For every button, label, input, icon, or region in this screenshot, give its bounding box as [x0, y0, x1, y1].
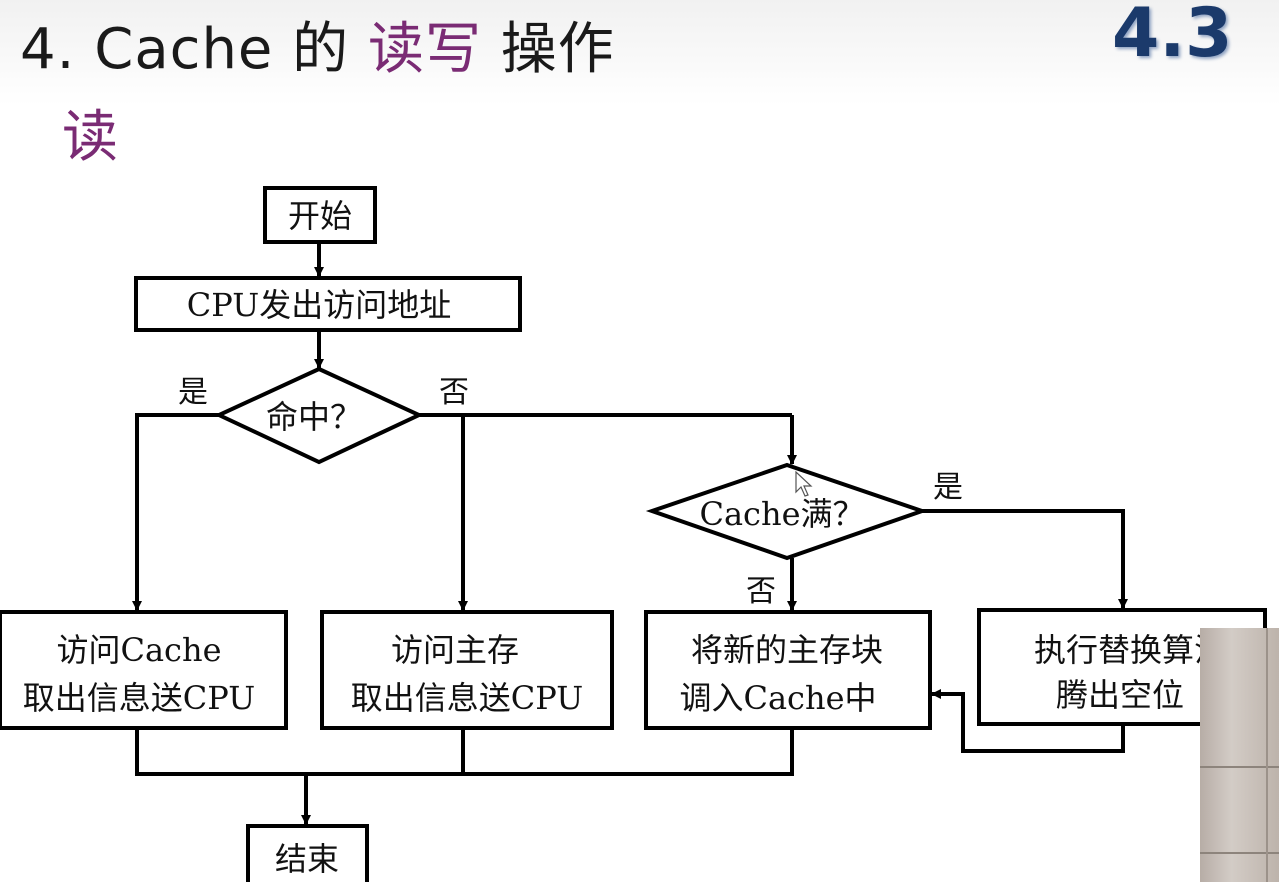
section-number: 4.3 [1112, 0, 1233, 73]
camera-overlay [1200, 628, 1279, 882]
load-block-node [644, 610, 932, 730]
load-block-line1: 将新的主存块 [691, 631, 883, 669]
hit-yes-label: 是 [178, 375, 208, 410]
access-cache-line1: 访问Cache [56, 631, 221, 669]
end-node [246, 824, 369, 882]
title-prefix: 4. Cache 的 [20, 17, 368, 82]
load-block-line2: 调入Cache中 [679, 679, 876, 717]
title-suffix: 操作 [481, 17, 615, 82]
start-node [263, 186, 377, 244]
arrow-hit-yes [132, 413, 219, 611]
hit-no-label: 否 [439, 375, 469, 410]
full-no-label: 否 [746, 574, 776, 609]
mouse-cursor-icon [795, 470, 813, 497]
overlay-seam [1200, 852, 1279, 854]
send-address-label: CPU发出访问地址 [187, 286, 451, 324]
arrow-full-yes [922, 509, 1128, 609]
header-band [0, 0, 1279, 105]
title-highlight: 读写 [367, 17, 482, 82]
access-cache-node [0, 610, 288, 730]
access-main-memory-node [320, 610, 614, 730]
access-main-line2: 取出信息送CPU [351, 679, 583, 717]
arrow-replace-to-load [931, 689, 1125, 753]
send-address-node [134, 276, 522, 332]
slide-title: 4. Cache 的 读写 操作 [20, 4, 615, 85]
end-label: 结束 [275, 840, 339, 878]
replace-line1: 执行替换算法 [1034, 631, 1226, 669]
access-cache-line2: 取出信息送CPU [23, 679, 255, 717]
hit-decision-label: 命中？ [266, 398, 362, 436]
hit-decision [214, 366, 424, 465]
full-yes-label: 是 [933, 470, 963, 505]
replace-line2: 腾出空位 [1056, 676, 1184, 714]
overlay-seam [1266, 628, 1268, 882]
cache-full-decision [645, 462, 929, 561]
subtitle-read: 读 [62, 105, 118, 170]
start-label: 开始 [288, 197, 352, 235]
overlay-seam [1200, 766, 1279, 768]
full-decision-label: Cache满？ [699, 495, 864, 533]
access-main-line1: 访问主存 [391, 631, 519, 669]
